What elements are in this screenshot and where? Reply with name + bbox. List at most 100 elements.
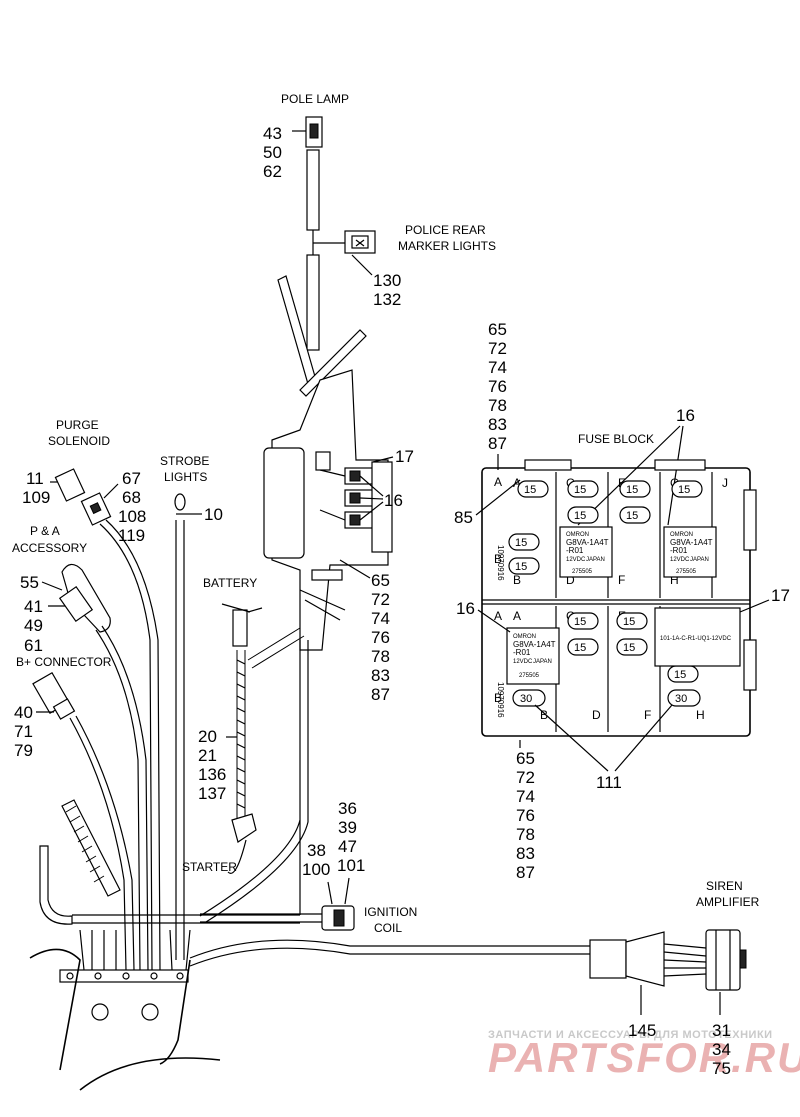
fuse-15: 15 (616, 638, 648, 656)
svg-text:15: 15 (626, 510, 638, 522)
fuse-part-number-top: 10970916 (496, 545, 505, 581)
b-plus-connector: B+ CONNECTOR 40 71 79 (14, 655, 135, 971)
callout-34: 34 (712, 1040, 731, 1059)
fuse-15: 15 (619, 480, 651, 498)
svg-text:OMRON: OMRON (670, 532, 693, 538)
callout-40: 40 (14, 703, 33, 722)
fuse-15: 15 (567, 506, 599, 524)
callout-78-fuse-bottom: 78 (516, 825, 535, 844)
callout-75: 75 (712, 1059, 731, 1078)
pole-lamp-label: POLE LAMP (281, 92, 349, 106)
fuse-30: 30 (512, 689, 546, 707)
fuse-30: 30 (667, 689, 701, 707)
callout-83-fuse-top: 83 (488, 415, 507, 434)
svg-text:-R01: -R01 (670, 546, 688, 555)
callout-65-fuse-bottom: 65 (516, 749, 535, 768)
purge-solenoid-connector: PURGE SOLENOID 11 109 67 68 108 119 (22, 418, 161, 971)
strobe-lights-connector: STROBE LIGHTS 10 (160, 454, 223, 960)
callout-74-harness: 74 (371, 609, 390, 628)
relay-module-right: 101-1A-C-R1-UQ1-12VDC (654, 607, 741, 667)
callout-71: 71 (14, 722, 33, 741)
callout-31: 31 (712, 1021, 731, 1040)
svg-text:15: 15 (623, 616, 635, 628)
relay-bottom-left: OMRON G8VA-1A4T -R01 12VDC JAPAN 275505 (506, 627, 560, 685)
watermark-line2: PARTSFOR.RU (488, 1034, 800, 1081)
callout-119: 119 (118, 526, 145, 545)
callout-76-fuse-bottom: 76 (516, 806, 535, 825)
callout-36: 36 (338, 799, 357, 818)
pa-label-2: ACCESSORY (12, 541, 87, 555)
fuse-row-b-top: B (513, 573, 521, 587)
callout-61: 61 (24, 636, 43, 655)
fuse-part-number-bottom: 10970916 (496, 682, 505, 718)
pa-label-1: P & A (30, 524, 60, 538)
callout-17-fuse-right: 17 (771, 586, 790, 605)
fuse-15: 15 (508, 557, 540, 575)
fuse-15: 15 (671, 480, 703, 498)
callout-72-fuse-bottom: 72 (516, 768, 535, 787)
svg-text:JAPAN: JAPAN (533, 659, 552, 665)
harness-trunk-bottom (29, 799, 301, 1091)
callout-136: 136 (198, 765, 226, 784)
fuse-row-d-bottom: D (592, 708, 601, 722)
callout-65-fuse-top: 65 (488, 320, 507, 339)
svg-text:15: 15 (574, 642, 586, 654)
svg-text:275505: 275505 (676, 569, 697, 575)
callout-87-fuse-top: 87 (488, 434, 507, 453)
callout-87-fuse-bottom: 87 (516, 863, 535, 882)
callout-83-fuse-bottom: 83 (516, 844, 535, 863)
svg-text:15: 15 (515, 537, 527, 549)
svg-text:15: 15 (515, 561, 527, 573)
callout-72-fuse-top: 72 (488, 339, 507, 358)
battery-cable: BATTERY 20 21 136 137 (198, 576, 305, 843)
svg-text:G8VA-1A4T: G8VA-1A4T (513, 640, 556, 649)
strobe-label-2: LIGHTS (164, 470, 207, 484)
relay-top-right: OMRON G8VA-1A4T -R01 12VDC JAPAN 275505 (663, 526, 717, 578)
callout-43: 43 (263, 124, 282, 143)
svg-text:15: 15 (574, 484, 586, 496)
fuse-15: 15 (619, 506, 651, 524)
fuse-row-f-top: F (618, 573, 625, 587)
svg-text:-R01: -R01 (513, 648, 531, 657)
callout-68: 68 (122, 488, 141, 507)
police-rear-label-2: MARKER LIGHTS (398, 239, 496, 253)
svg-text:JAPAN: JAPAN (690, 557, 709, 563)
strobe-label-1: STROBE (160, 454, 209, 468)
fuse-15: 15 (567, 612, 599, 630)
harness-fuse-area: 17 16 65 72 74 76 78 83 87 (263, 275, 414, 704)
fuse-15: 15 (567, 638, 599, 656)
callout-67: 67 (122, 469, 141, 488)
callout-145: 145 (628, 1021, 656, 1040)
callout-130: 130 (373, 271, 401, 290)
fuse-col-a-bottom: A (513, 609, 521, 623)
watermark: ЗАПЧАСТИ И АКСЕССУАРЫ ДЛЯ МОТОТЕХНИКИ PA… (488, 1029, 800, 1081)
pole-lamp-assembly: POLE LAMP 43 50 62 (263, 92, 349, 351)
svg-text:15: 15 (574, 616, 586, 628)
callout-16-fuse-top: 16 (676, 406, 695, 425)
svg-text:15: 15 (674, 669, 686, 681)
callout-101: 101 (337, 856, 365, 875)
svg-text:G8VA-1A4T: G8VA-1A4T (670, 538, 713, 547)
callout-50: 50 (263, 143, 282, 162)
svg-text:12VDC: 12VDC (566, 557, 586, 563)
callout-16-fuse-left: 16 (456, 599, 475, 618)
fuse-block: 65 72 74 76 78 83 87 FUSE BLOCK 16 A B A… (454, 320, 790, 882)
svg-text:30: 30 (675, 693, 687, 705)
svg-text:15: 15 (623, 642, 635, 654)
purge-label-2: SOLENOID (48, 434, 110, 448)
callout-100: 100 (302, 860, 330, 879)
b-connector-label: B+ CONNECTOR (16, 655, 112, 669)
ignition-coil-connector: 36 39 47 38 100 101 IGNITION COIL (200, 799, 417, 935)
fuse-row-h-bottom: H (696, 708, 705, 722)
svg-text:15: 15 (678, 484, 690, 496)
siren-amplifier-connector: SIREN AMPLIFIER 145 31 34 75 (189, 879, 760, 1078)
callout-21: 21 (198, 746, 217, 765)
fuse-col-j: J (722, 476, 728, 490)
fuse-row-f-bottom: F (644, 708, 651, 722)
callout-17-harness: 17 (395, 447, 414, 466)
callout-74-fuse-top: 74 (488, 358, 507, 377)
svg-text:12VDC: 12VDC (513, 659, 533, 665)
svg-text:-R01: -R01 (566, 546, 584, 555)
callout-41: 41 (24, 597, 43, 616)
